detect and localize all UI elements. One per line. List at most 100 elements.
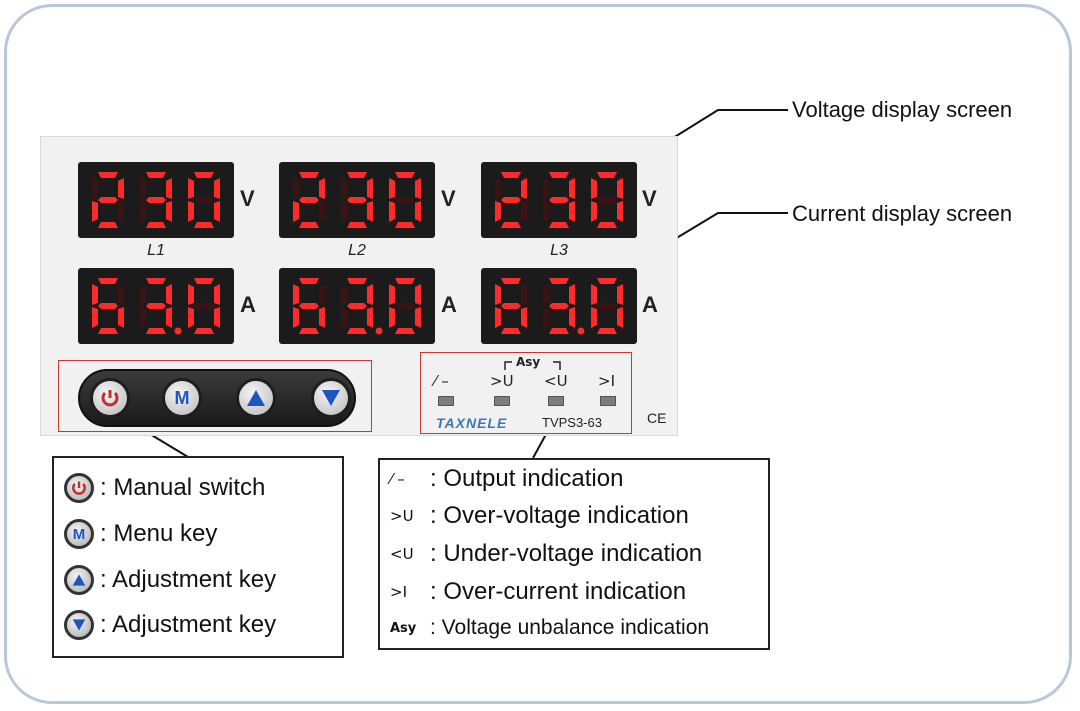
triangle-up-icon <box>247 390 265 406</box>
display-segment <box>367 178 373 199</box>
legend-text: : Adjustment key <box>100 566 277 593</box>
display-segment <box>495 307 501 328</box>
indicator-legend <box>378 458 770 650</box>
decimal-point <box>375 327 383 335</box>
legend-text: : Adjustment key <box>100 611 277 638</box>
display-segment <box>617 178 623 199</box>
display-segment <box>299 172 319 178</box>
display-segment <box>98 197 118 203</box>
power-button[interactable] <box>90 378 130 418</box>
ce-mark: CE <box>647 410 667 426</box>
current-callout: Current display screen <box>792 201 1013 226</box>
display-segment <box>341 307 347 328</box>
display-segment <box>501 197 521 203</box>
menu-button[interactable]: M <box>162 378 202 418</box>
voltage-unit: V <box>642 186 657 211</box>
legend-text: : Under-voltage indication <box>430 540 703 567</box>
model-number: TVPS3-63 <box>542 415 602 430</box>
current-unit: A <box>642 292 658 317</box>
decimal-point <box>174 327 182 335</box>
triangle-up-icon <box>64 565 94 595</box>
brand-logo: TAXNELE <box>436 415 508 431</box>
output-symbol: ⁄ – <box>390 470 405 488</box>
voltage-display-l1 <box>78 162 234 238</box>
voltage-unit: V <box>240 186 255 211</box>
overvoltage-led <box>494 396 510 406</box>
display-segment <box>166 178 172 199</box>
phase-label-l3: L3 <box>550 242 568 259</box>
display-segment <box>319 201 325 222</box>
phase-label-l1: L1 <box>147 242 165 259</box>
display-segment <box>543 178 549 199</box>
display-segment <box>521 284 527 305</box>
display-segment <box>597 197 617 203</box>
display-segment <box>166 307 172 328</box>
legend-row-menu: M : Menu key <box>64 519 217 549</box>
undervoltage-symbol: <U <box>544 372 568 390</box>
display-segment <box>597 328 617 334</box>
display-segment <box>549 197 569 203</box>
display-segment <box>293 178 299 199</box>
display-segment <box>341 284 347 305</box>
display-segment <box>92 307 98 328</box>
display-segment <box>389 201 395 222</box>
display-segment <box>140 307 146 328</box>
display-segment <box>543 201 549 222</box>
display-segment <box>591 178 597 199</box>
display-segment <box>146 303 166 309</box>
down-button[interactable] <box>311 378 351 418</box>
display-segment <box>395 222 415 228</box>
current-display-l1 <box>78 268 234 344</box>
legend-text: : Manual switch <box>100 474 266 501</box>
overcurrent-symbol: >I <box>598 372 615 390</box>
display-segment <box>617 307 623 328</box>
overvoltage-symbol: >U <box>390 507 414 525</box>
undervoltage-led <box>548 396 564 406</box>
button-legend <box>52 456 344 658</box>
seven-seg-display <box>495 172 623 228</box>
display-segment <box>188 284 194 305</box>
voltage-display-l3 <box>481 162 637 238</box>
current-display-l3 <box>481 268 637 344</box>
display-segment <box>293 284 299 305</box>
display-segment <box>299 278 319 284</box>
display-segment <box>549 328 569 334</box>
up-button[interactable] <box>236 378 276 418</box>
legend-row-power: : Manual switch <box>64 473 265 503</box>
overcurrent-led <box>600 396 616 406</box>
display-segment <box>98 278 118 284</box>
voltage-callout: Voltage display screen <box>792 97 1013 122</box>
asy-symbol: Asy <box>390 620 417 636</box>
display-segment <box>549 222 569 228</box>
display-segment <box>597 222 617 228</box>
display-segment <box>347 278 367 284</box>
current-unit: A <box>240 292 256 317</box>
menu-icon: M <box>64 519 94 549</box>
legend-text: : Output indication <box>430 465 624 492</box>
display-segment <box>389 307 395 328</box>
display-segment <box>415 178 421 199</box>
display-segment <box>214 284 220 305</box>
display-segment <box>341 201 347 222</box>
display-segment <box>214 307 220 328</box>
legend-text: : Menu key <box>100 520 218 547</box>
display-segment <box>597 303 617 309</box>
display-segment <box>118 201 124 222</box>
display-segment <box>501 172 521 178</box>
display-segment <box>319 284 325 305</box>
display-segment <box>549 303 569 309</box>
output-led <box>438 396 454 406</box>
display-segment <box>597 278 617 284</box>
display-segment <box>521 307 527 328</box>
display-segment <box>501 303 521 309</box>
display-segment <box>591 307 597 328</box>
display-segment <box>569 178 575 199</box>
voltage-unit: V <box>441 186 456 211</box>
decimal-point <box>577 327 585 335</box>
display-segment <box>92 201 98 222</box>
display-segment <box>293 201 299 222</box>
display-segment <box>367 201 373 222</box>
legend-row-down: : Adjustment key <box>64 610 276 640</box>
display-segment <box>591 201 597 222</box>
